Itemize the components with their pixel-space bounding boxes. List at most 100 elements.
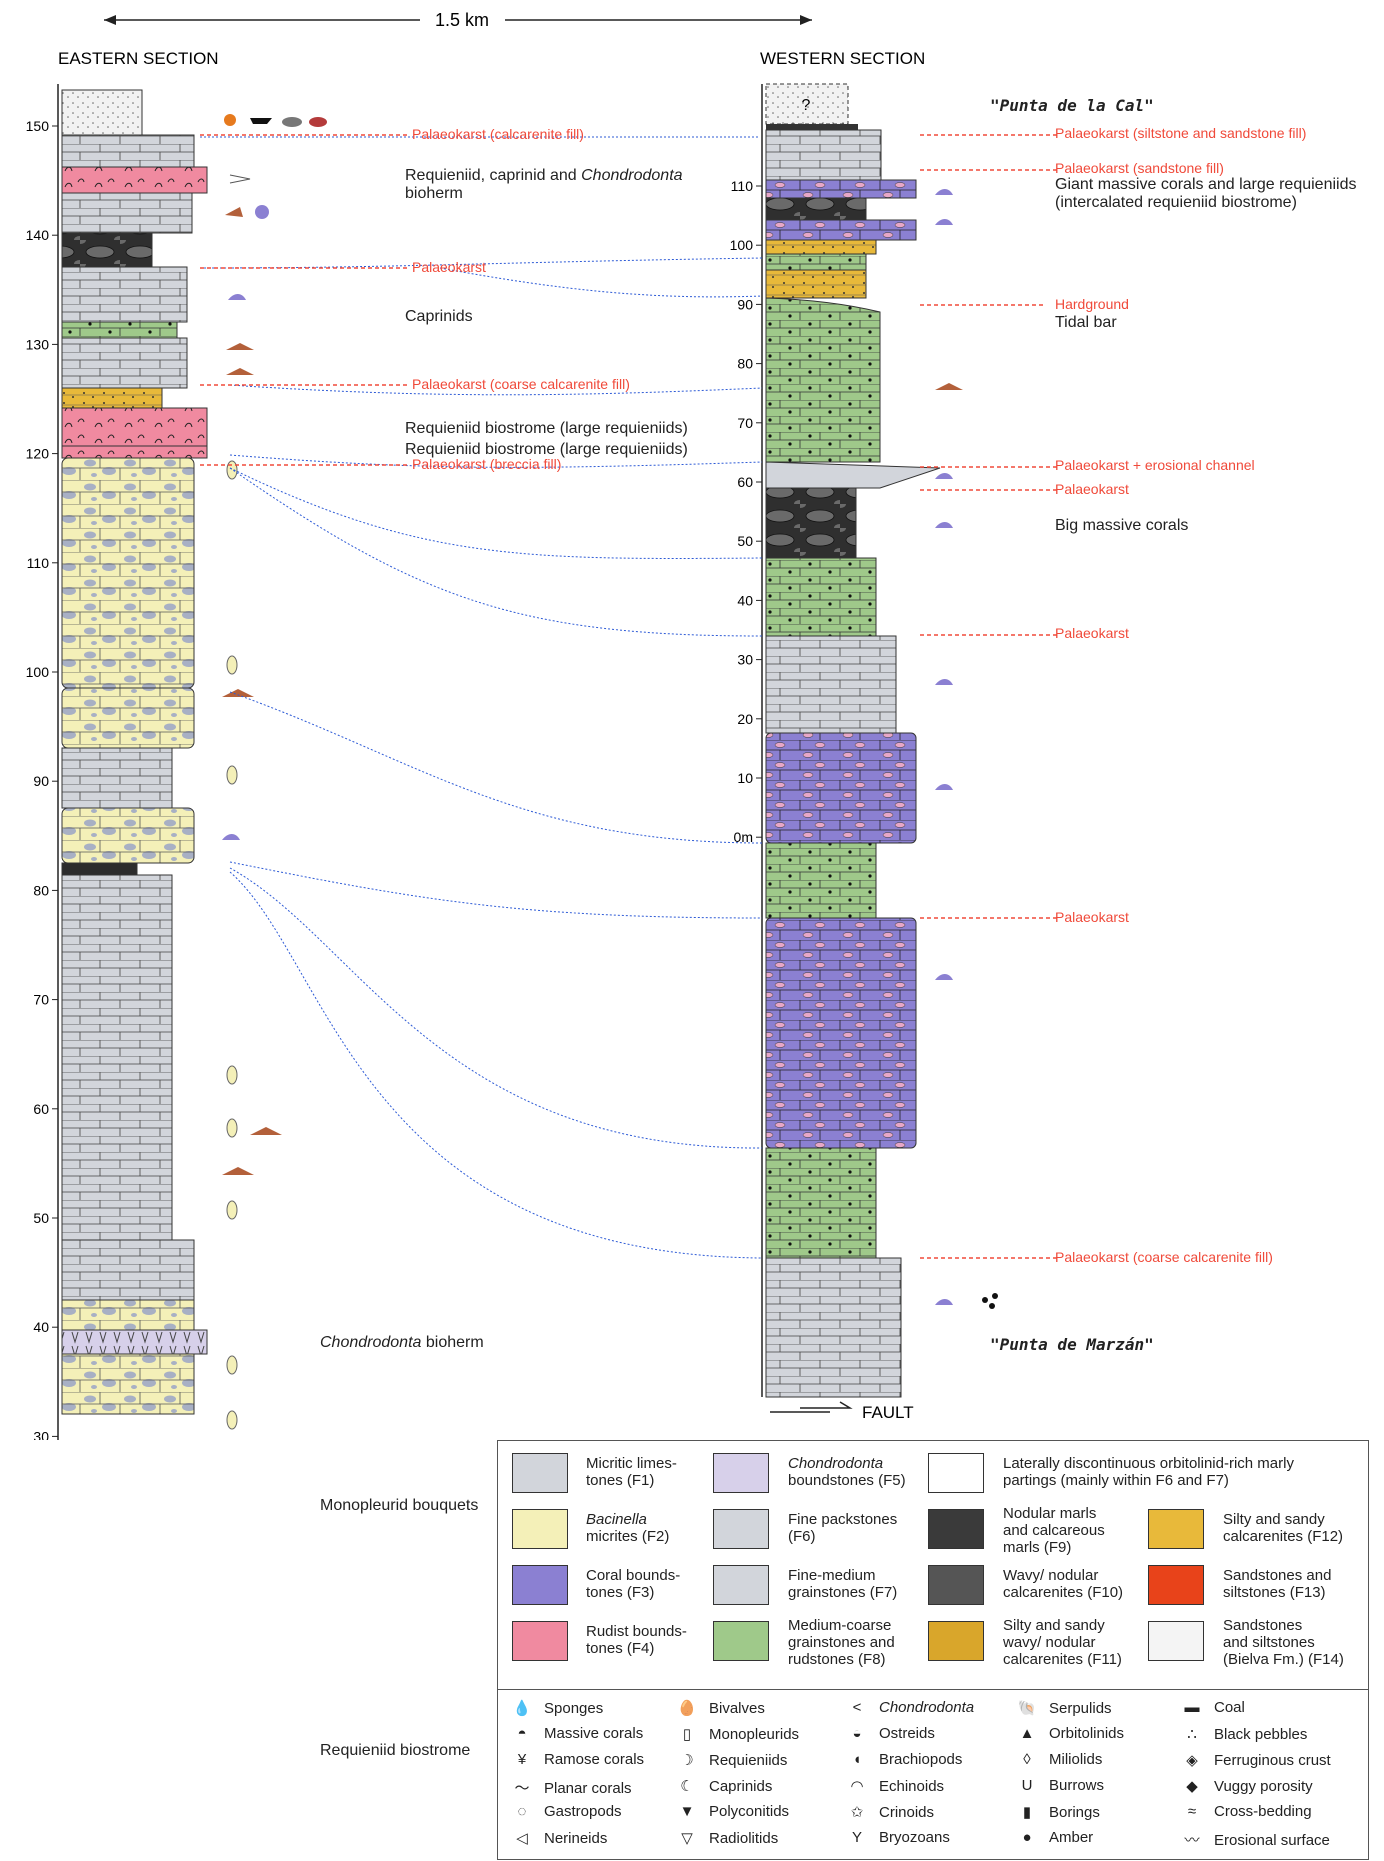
fossil-legend-item: ▮Borings bbox=[1013, 1803, 1100, 1821]
fossil-legend-item: ▼Polyconitids bbox=[673, 1803, 789, 1820]
w-palaeokarst-7: Palaeokarst (coarse calcarenite fill) bbox=[1055, 1249, 1273, 1265]
fossil-legend-item: 🐚Serpulids bbox=[1013, 1699, 1112, 1717]
axis-tick-label: 20 bbox=[737, 711, 753, 727]
fossil-legend-item: ◒Ostreids bbox=[843, 1725, 934, 1742]
facies-swatch bbox=[512, 1453, 568, 1493]
facies-label: Laterally discontinuous orbitolinid-rich… bbox=[1003, 1455, 1294, 1489]
fossil-icon: ▽ bbox=[681, 1830, 693, 1847]
big-corals-annotation: Big massive corals bbox=[1055, 517, 1189, 534]
fossil-legend-item: ◈Ferruginous crust bbox=[1178, 1751, 1331, 1769]
caprinids-annotation: Caprinids bbox=[405, 308, 473, 325]
facies-swatch bbox=[512, 1565, 568, 1605]
fossil-legend-item: ◓Massive corals bbox=[508, 1725, 643, 1742]
fossil-legend-item: ◌Gastropods bbox=[508, 1803, 622, 1820]
fossil-legend-item: ●Amber bbox=[1013, 1829, 1093, 1846]
facies-swatch bbox=[713, 1453, 769, 1493]
correlation-lines bbox=[199, 136, 763, 1259]
fossil-legend-item: ✩Crinoids bbox=[843, 1803, 934, 1821]
western-fossil-icons bbox=[935, 189, 998, 1309]
axis-tick-label: 120 bbox=[26, 446, 50, 462]
facies-swatch bbox=[1148, 1621, 1204, 1661]
fossil-icon: 〰 bbox=[1184, 1832, 1200, 1849]
hardground-label: Hardground bbox=[1055, 296, 1129, 312]
eastern-column bbox=[61, 89, 208, 1415]
fossil-legend-item: ☾Caprinids bbox=[673, 1777, 772, 1795]
facies-swatch bbox=[1148, 1565, 1204, 1605]
giant-corals-annotation: Giant massive corals and large requienii… bbox=[1055, 176, 1357, 211]
axis-tick-label: 40 bbox=[33, 1319, 49, 1335]
fossil-legend-item: ◊Miliolids bbox=[1013, 1751, 1102, 1768]
fossil-icon: ◒ bbox=[852, 1725, 862, 1742]
axis-tick-label: 90 bbox=[737, 296, 753, 312]
axis-tick-label: 70 bbox=[33, 992, 49, 1008]
fossil-icon: ◈ bbox=[1186, 1752, 1198, 1769]
axis-tick-label: 60 bbox=[737, 474, 753, 490]
palaeokarst-lines bbox=[200, 134, 1060, 1259]
facies-swatch bbox=[512, 1621, 568, 1661]
fossil-icon: 🐚 bbox=[1017, 1700, 1037, 1717]
fossil-legend-item: ☽Requieniids bbox=[673, 1751, 787, 1769]
fossil-icon: Y bbox=[851, 1829, 862, 1846]
western-column: ? bbox=[765, 83, 941, 1398]
e-palaeokarst-4: Palaeokarst (breccia fill) bbox=[412, 456, 562, 472]
fossil-legend-item: ¥Ramose corals bbox=[508, 1751, 644, 1768]
w-palaeokarst-6: Palaeokarst bbox=[1055, 909, 1129, 925]
fossil-icon: ¥ bbox=[517, 1751, 527, 1768]
fossil-icon: 〜 bbox=[514, 1780, 530, 1797]
facies-swatch bbox=[928, 1453, 984, 1493]
axis-tick-label: 30 bbox=[33, 1428, 49, 1440]
facies-swatch bbox=[928, 1565, 984, 1605]
w-palaeokarst-1: Palaeokarst (siltstone and sandstone fil… bbox=[1055, 125, 1307, 141]
eastern-axis: 1501401301201101009080706050403020100m bbox=[26, 84, 59, 1440]
fossil-legend-item: ◆Vuggy porosity bbox=[1178, 1777, 1312, 1795]
fossil-legend-item: ∴Black pebbles bbox=[1178, 1725, 1307, 1743]
fault-label: FAULT bbox=[862, 1403, 914, 1422]
axis-tick-label: 110 bbox=[731, 178, 754, 194]
fossil-icon: ◓ bbox=[517, 1725, 527, 1742]
axis-tick-label: 60 bbox=[33, 1101, 49, 1117]
facies-label: Micritic limes-tones (F1) bbox=[586, 1455, 677, 1489]
fossil-legend-item: ◠Echinoids bbox=[843, 1777, 944, 1795]
axis-tick-label: 80 bbox=[33, 882, 49, 898]
facies-label: Fine packstones(F6) bbox=[788, 1511, 898, 1545]
chondrodonta-annotation: Chondrodonta bioherm bbox=[320, 1334, 484, 1351]
axis-tick-label: 150 bbox=[26, 118, 50, 134]
fossil-icon: 🥚 bbox=[677, 1700, 697, 1717]
facies-label: Rudist bounds-tones (F4) bbox=[586, 1623, 687, 1657]
fossil-legend-item: ▯Monopleurids bbox=[673, 1725, 799, 1743]
fossil-legend-item: ≈Cross-bedding bbox=[1178, 1803, 1312, 1820]
fossil-legend-item: ◖Brachiopods bbox=[843, 1751, 962, 1768]
w-palaeokarst-4: Palaeokarst bbox=[1055, 481, 1129, 497]
axis-tick-label: 40 bbox=[737, 592, 753, 608]
scale-bar: 1.5 km bbox=[104, 10, 812, 30]
facies-swatch bbox=[713, 1565, 769, 1605]
fossil-icon: ▯ bbox=[682, 1726, 692, 1743]
fossil-legend-item: ▽Radiolitids bbox=[673, 1829, 778, 1847]
unknown-mark: ? bbox=[802, 97, 811, 114]
fossil-legend-item: 〰Erosional surface bbox=[1178, 1829, 1329, 1850]
fossil-icon: ▲ bbox=[1019, 1725, 1035, 1742]
facies-swatch bbox=[928, 1621, 984, 1661]
axis-tick-label: 80 bbox=[737, 356, 753, 372]
western-title: WESTERN SECTION bbox=[760, 49, 925, 68]
tidal-bar-annotation: Tidal bar bbox=[1055, 314, 1117, 331]
fossil-icon: < bbox=[852, 1699, 862, 1716]
fossil-icon: ≈ bbox=[1187, 1803, 1197, 1820]
axis-tick-label: 110 bbox=[27, 555, 50, 571]
bioherm-annotation: Requieniid, caprinid and Chondrodonta bi… bbox=[405, 167, 683, 202]
axis-tick-label: 50 bbox=[33, 1210, 49, 1226]
fossil-icon: ▬ bbox=[1184, 1699, 1200, 1716]
scale-label: 1.5 km bbox=[435, 10, 489, 30]
facies-swatch bbox=[1148, 1509, 1204, 1549]
fossil-legend-item: 💧Sponges bbox=[508, 1699, 604, 1717]
